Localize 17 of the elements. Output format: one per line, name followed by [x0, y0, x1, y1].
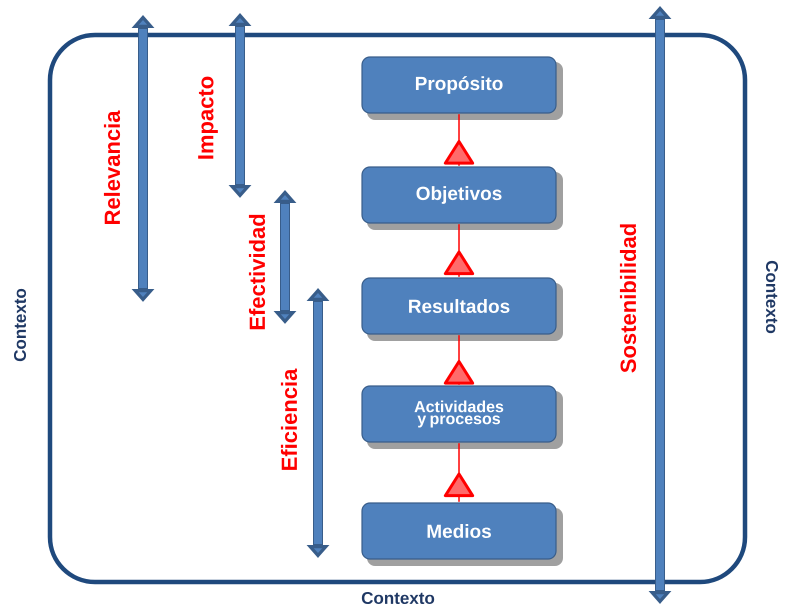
triangle-arrow	[444, 443, 474, 502]
axis-label: Relevancia	[104, 110, 120, 224]
axis-label: Efectividad	[248, 214, 266, 330]
triangle-arrow	[444, 224, 474, 277]
process-box: Objetivos	[361, 166, 557, 224]
process-box: Propósito	[361, 56, 557, 114]
triangle-arrow	[444, 114, 474, 166]
axis-label: Eficiencia	[280, 368, 298, 470]
context-label: Contexto	[14, 288, 26, 362]
context-label: Contexto	[362, 592, 434, 604]
axis-label: Sostenibilidad	[620, 224, 636, 373]
triangle-arrow	[444, 335, 474, 385]
process-box: Medios	[361, 502, 557, 560]
process-box: Actividades y procesos	[361, 385, 557, 443]
process-box: Resultados	[361, 277, 557, 335]
context-label: Contexto	[766, 260, 778, 334]
axis-label: Impacto	[198, 76, 218, 159]
